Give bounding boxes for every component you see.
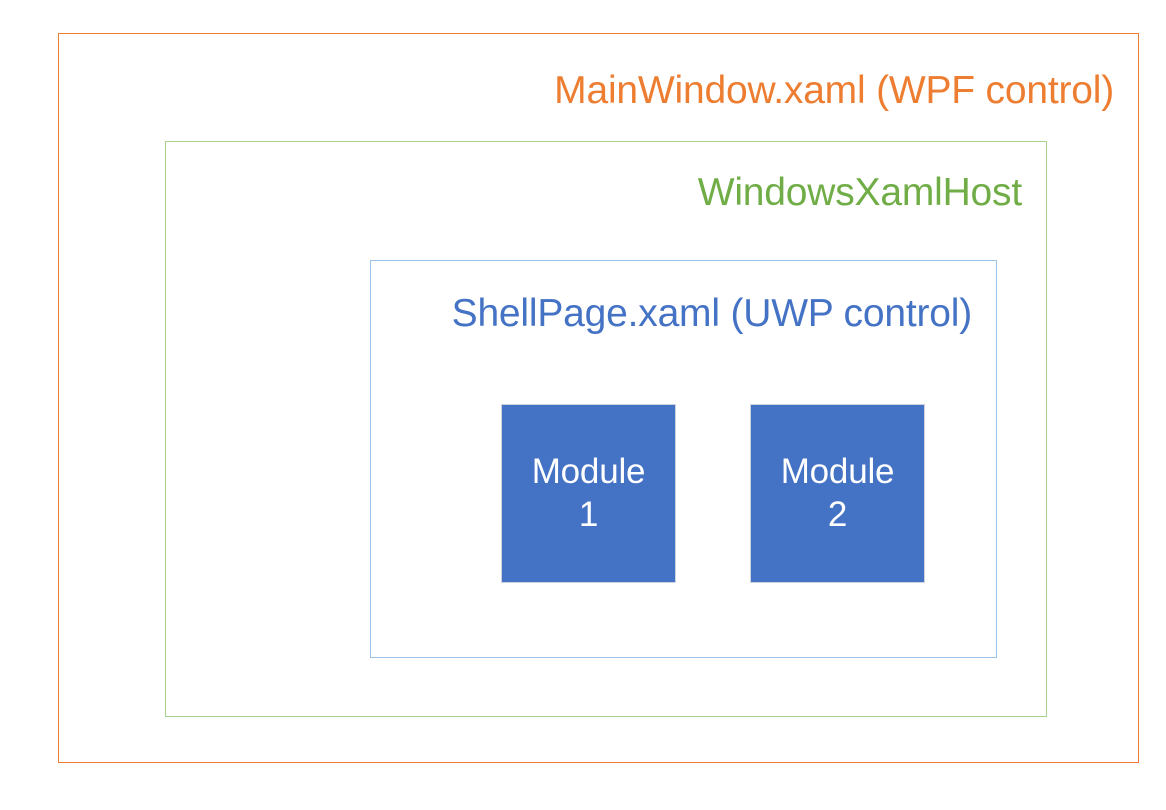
module-box-1-label: Module 1 (531, 451, 646, 534)
module-box-1: Module 1 (501, 404, 676, 583)
uwp-shellpage-label: ShellPage.xaml (UWP control) (451, 292, 973, 335)
module-box-2: Module 2 (750, 404, 925, 583)
module-box-2-label: Module 2 (780, 451, 895, 534)
uwp-shellpage-container: ShellPage.xaml (UWP control) (370, 260, 997, 658)
windowsxamlhost-container: WindowsXamlHost (165, 141, 1047, 717)
wpf-mainwindow-label: MainWindow.xaml (WPF control) (554, 69, 1114, 112)
windowsxamlhost-label: WindowsXamlHost (697, 171, 1022, 214)
wpf-mainwindow-container: MainWindow.xaml (WPF control) (58, 33, 1139, 763)
